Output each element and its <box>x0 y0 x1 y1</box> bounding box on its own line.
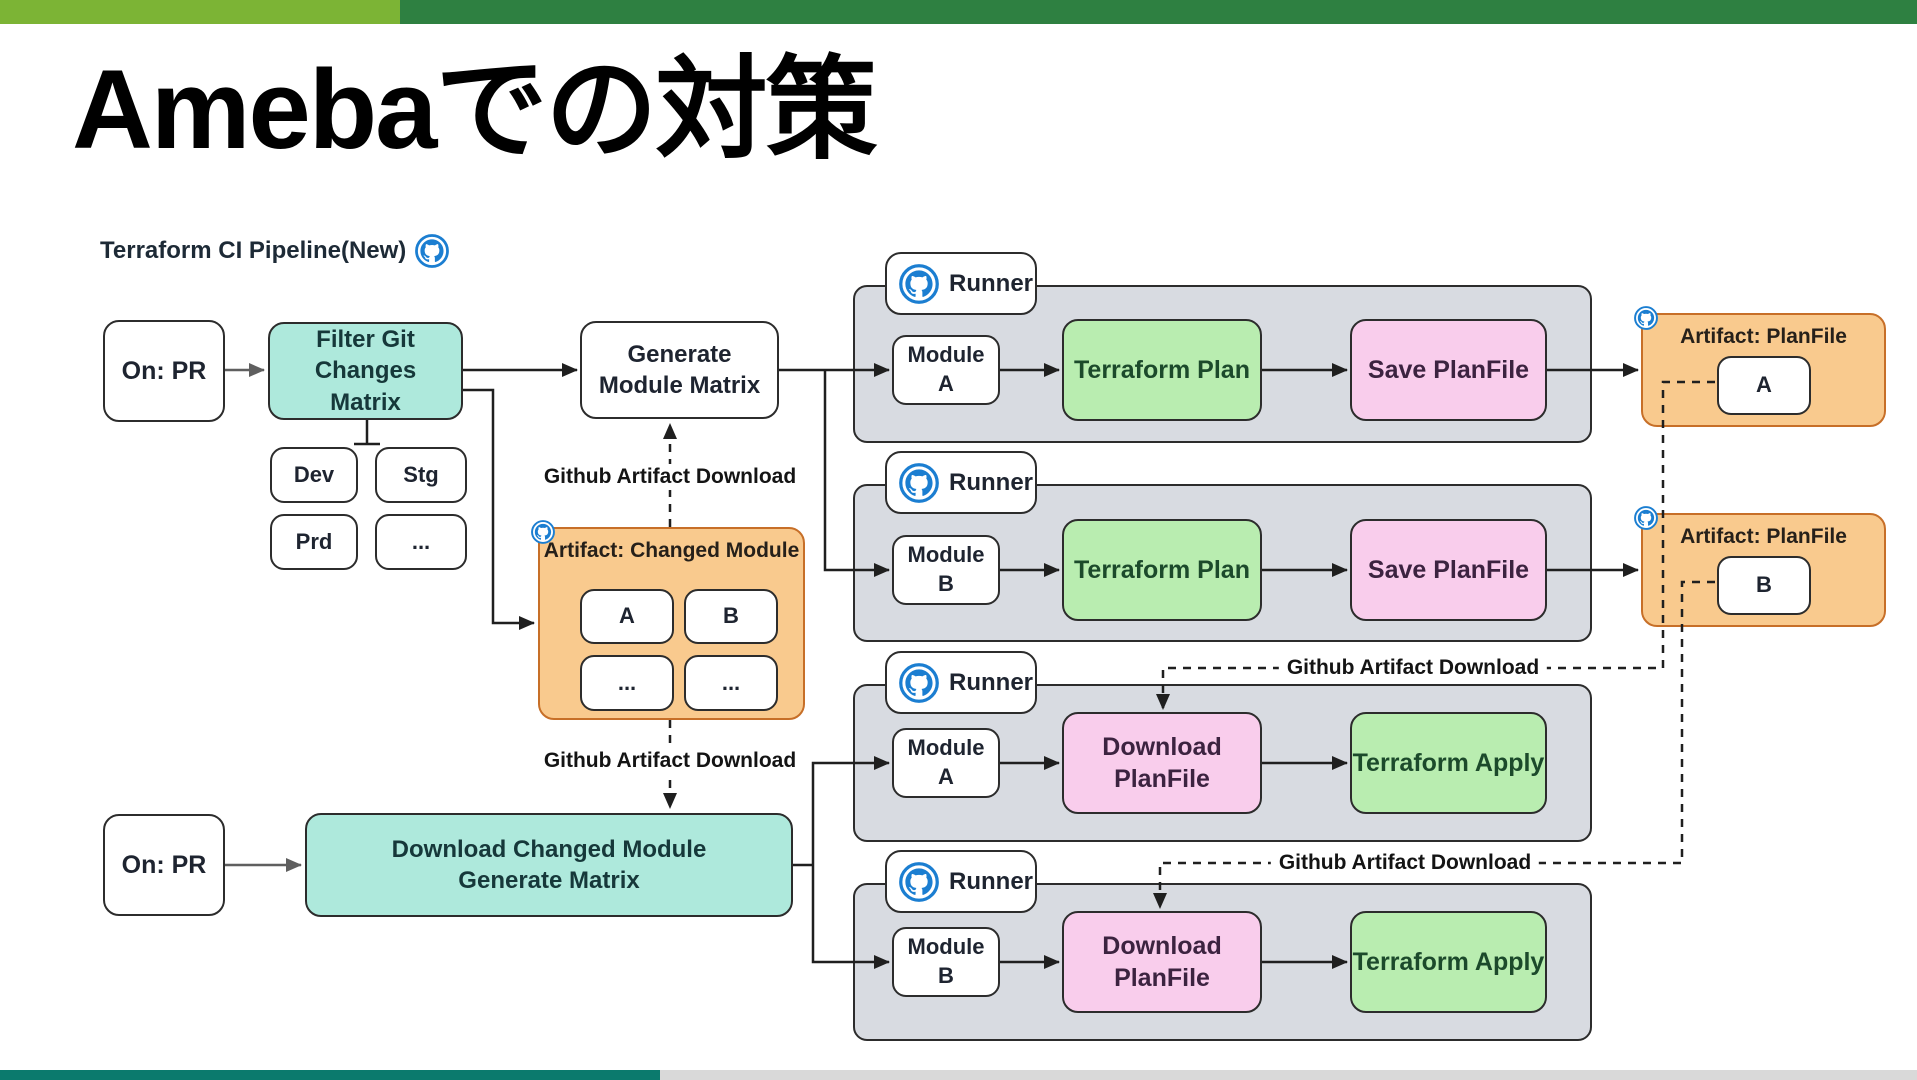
module-letter: A <box>938 371 954 396</box>
runner-tab-2: Runner <box>885 451 1037 514</box>
gray-arrows <box>225 363 302 872</box>
node-module-a-apply: Module A <box>892 728 1000 798</box>
github-icon <box>531 520 555 544</box>
artifact-changed-module: Artifact: Changed Module A B ... ... <box>531 520 805 720</box>
module-word: Module <box>907 342 985 368</box>
download-line2: Generate Matrix <box>458 867 640 894</box>
node-terraform-apply-b: Terraform Apply <box>1350 911 1547 1013</box>
node-generate-module-matrix: Generate Module Matrix <box>580 321 779 419</box>
node-download-changed-module: Download Changed Module Generate Matrix <box>305 813 793 917</box>
changed-artifact-title: Artifact: Changed Module <box>543 539 800 562</box>
github-icon <box>415 234 450 268</box>
top-bar-right <box>400 0 1917 24</box>
module-word: Module <box>907 735 985 761</box>
node-terraform-plan-b: Terraform Plan <box>1062 519 1262 621</box>
edge-label-artifact-download-b: Github Artifact Download <box>1270 850 1540 876</box>
module-word: Module <box>907 542 985 568</box>
github-icon <box>1634 506 1658 530</box>
runner-label: Runner <box>949 269 1033 297</box>
changed-cell-b: B <box>684 589 778 644</box>
node-save-planfile-a: Save PlanFile <box>1350 319 1547 421</box>
runner-tab-3: Runner <box>885 651 1037 714</box>
changed-cell-more-2: ... <box>684 655 778 711</box>
runner-label: Runner <box>949 668 1033 696</box>
filter-line2: Matrix <box>330 388 401 416</box>
runner-tab-1: Runner <box>885 252 1037 315</box>
pipeline-heading-text: Terraform CI Pipeline(New) <box>100 237 407 264</box>
node-terraform-apply-a: Terraform Apply <box>1350 712 1547 814</box>
edge-label-artifact-download-up: Github Artifact Download <box>535 464 805 490</box>
filter-line1: Filter Git Changes <box>314 326 417 385</box>
github-icon <box>899 861 939 902</box>
pipeline-heading: Terraform CI Pipeline(New) <box>100 234 450 268</box>
generate-line2: Module Matrix <box>598 372 761 399</box>
runner-tab-4: Runner <box>885 850 1037 913</box>
edge-label-artifact-download-down: Github Artifact Download <box>535 748 805 774</box>
node-module-b-plan: Module B <box>892 535 1000 605</box>
node-env-prd: Prd <box>270 514 358 570</box>
node-env-more: ... <box>375 514 467 570</box>
runner-label: Runner <box>949 867 1033 895</box>
node-env-stg: Stg <box>375 447 467 503</box>
planfile-artifact-title: Artifact: PlanFile <box>1680 525 1847 548</box>
node-module-b-apply: Module B <box>892 927 1000 997</box>
node-filter-git-changes: Filter Git Changes Matrix <box>268 322 463 420</box>
github-icon <box>1634 306 1658 330</box>
node-download-planfile-b: Download PlanFile <box>1062 911 1262 1013</box>
node-env-dev: Dev <box>270 447 358 503</box>
node-module-a-plan: Module A <box>892 335 1000 405</box>
github-icon <box>899 462 939 503</box>
artifact-planfile-a: Artifact: PlanFile A <box>1634 306 1886 427</box>
top-bar-left <box>0 0 400 24</box>
bottom-bar-left <box>0 1070 660 1080</box>
node-download-planfile-a: Download PlanFile <box>1062 712 1262 814</box>
github-icon <box>899 263 939 304</box>
node-on-pr-bottom: On: PR <box>103 814 225 916</box>
node-terraform-plan-a: Terraform Plan <box>1062 319 1262 421</box>
planfile-cell-a: A <box>1717 356 1811 415</box>
planfile-cell-b: B <box>1717 556 1811 615</box>
edge-label-artifact-download-a: Github Artifact Download <box>1278 655 1548 681</box>
slide-title: Amebaでの対策 <box>72 47 877 172</box>
bottom-bar-right <box>660 1070 1917 1080</box>
changed-cell-more-1: ... <box>580 655 674 711</box>
node-save-planfile-b: Save PlanFile <box>1350 519 1547 621</box>
planfile-artifact-title: Artifact: PlanFile <box>1680 325 1847 348</box>
node-on-pr-top: On: PR <box>103 320 225 422</box>
github-icon <box>899 662 939 703</box>
generate-line1: Generate <box>627 340 732 368</box>
module-letter: B <box>938 571 954 596</box>
module-letter: A <box>938 764 954 789</box>
changed-cell-a: A <box>580 589 674 644</box>
runner-label: Runner <box>949 468 1033 496</box>
artifact-planfile-b: Artifact: PlanFile B <box>1634 506 1886 627</box>
module-word: Module <box>907 934 985 960</box>
download-line1: Download Changed Module <box>391 835 707 863</box>
module-letter: B <box>938 963 954 988</box>
